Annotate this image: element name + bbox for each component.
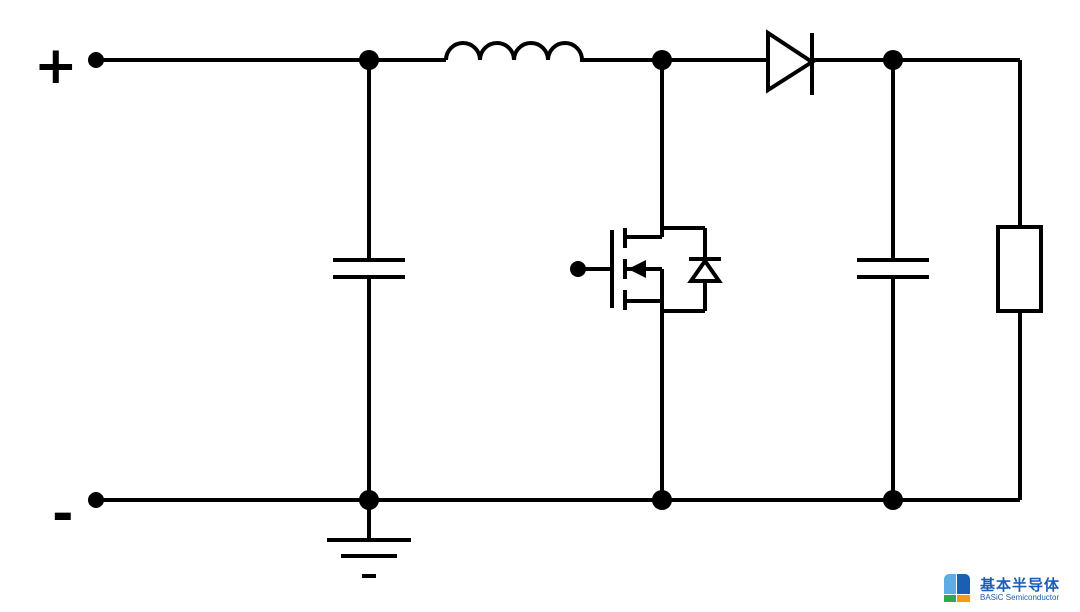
positive-terminal-label: + [34, 36, 78, 96]
mosfet-arrow [628, 260, 646, 278]
inductor [444, 41, 586, 62]
negative-terminal-dot [88, 492, 104, 508]
junction-dot [652, 50, 672, 70]
junction-dot [359, 490, 379, 510]
negative-terminal-label: - [52, 484, 74, 544]
load-resistor [996, 225, 1043, 313]
logo-icon [944, 574, 972, 602]
junction-dot [883, 490, 903, 510]
positive-terminal-dot [88, 52, 104, 68]
logo-name-cn: 基本半导体 [980, 576, 1061, 594]
logo-name-en: BASiC Semiconductor [980, 593, 1060, 602]
junction-dot [883, 50, 903, 70]
junction-dot [652, 490, 672, 510]
body-diode-triangle [687, 257, 723, 283]
basic-semiconductor-logo: 基本半导体 BASiC Semiconductor [944, 574, 1074, 606]
gate-terminal-dot [570, 261, 586, 277]
diode-anode-triangle [766, 29, 816, 94]
junction-dot [359, 50, 379, 70]
